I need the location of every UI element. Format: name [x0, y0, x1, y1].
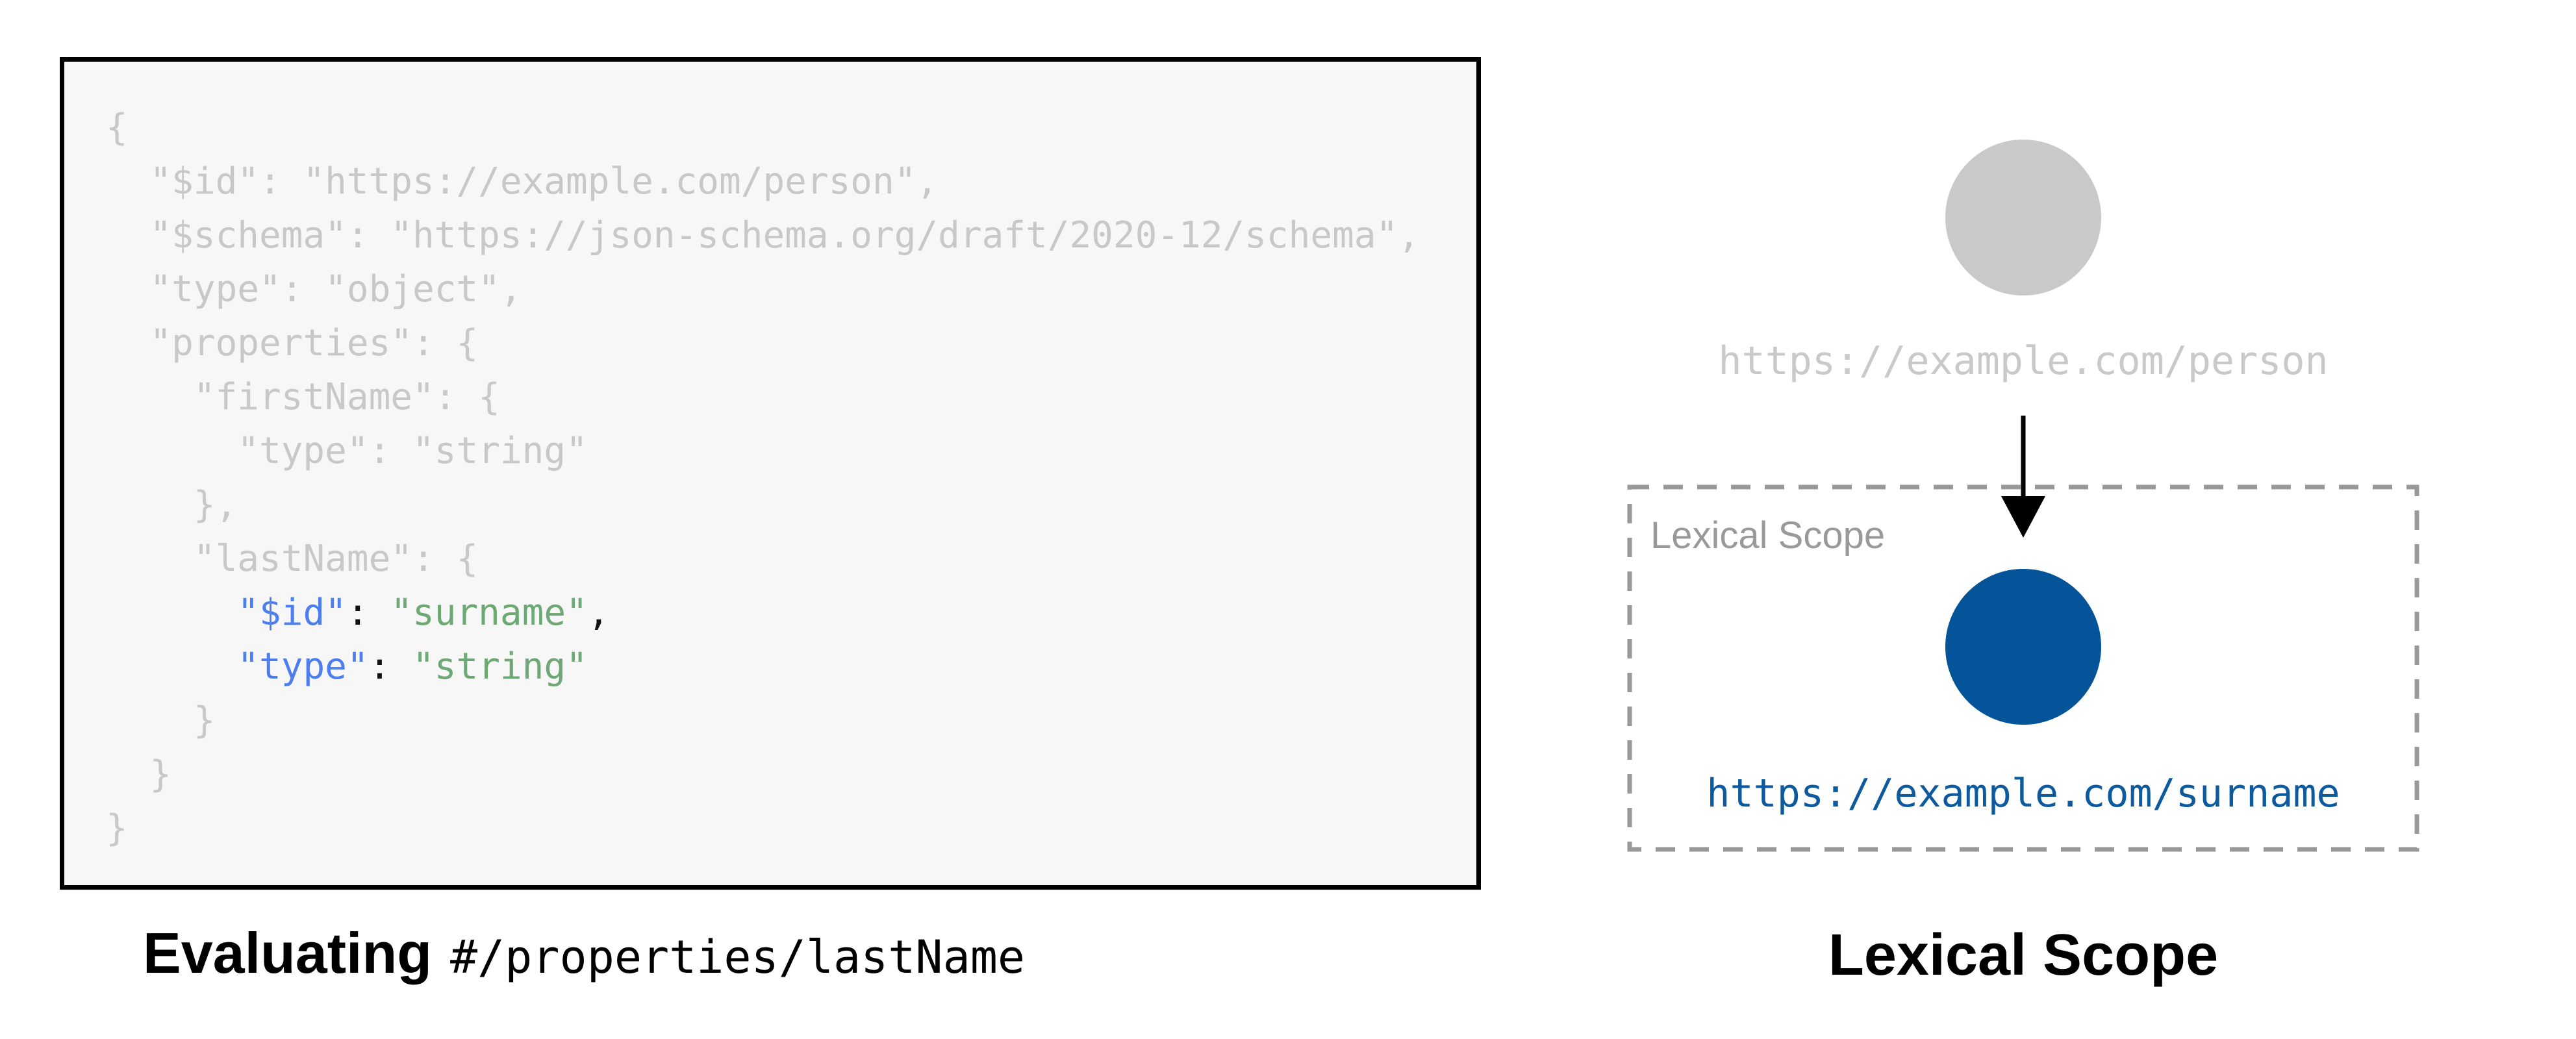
code-token: "lastName": {	[106, 538, 479, 580]
code-token: "$id": "https://example.com/person",	[106, 160, 939, 203]
code-line: "properties": {	[106, 316, 1476, 370]
code-line: "$id": "surname",	[106, 586, 1476, 640]
code-token: :	[346, 592, 391, 634]
code-line: "type": "object",	[106, 262, 1476, 316]
code-token: "string"	[412, 645, 588, 688]
code-token: "properties": {	[106, 322, 479, 364]
code-line: "lastName": {	[106, 532, 1476, 586]
code-token: "$id"	[237, 592, 347, 634]
code-token: "type": "object",	[106, 268, 522, 310]
code-token: },	[106, 484, 238, 526]
lexical-scope-inner-label: Lexical Scope	[1650, 514, 1886, 557]
person-schema-node	[1945, 140, 2101, 295]
code-line: }	[106, 747, 1476, 801]
code-token: }	[106, 807, 128, 849]
code-token: "type"	[237, 645, 369, 688]
arrow-down-icon	[2001, 416, 2045, 538]
code-line: "$id": "https://example.com/person",	[106, 155, 1476, 208]
code-token: "type": "string"	[106, 430, 588, 472]
code-line: "type": "string"	[106, 640, 1476, 694]
code-token	[106, 645, 237, 688]
code-line: }	[106, 694, 1476, 747]
left-caption: Evaluating #/properties/lastName	[143, 920, 1025, 986]
json-pointer-label: #/properties/lastName	[449, 931, 1025, 984]
code-token: "firstName": {	[106, 376, 500, 418]
code-token: {	[106, 106, 128, 149]
code-line: {	[106, 101, 1476, 155]
code-line: "type": "string"	[106, 424, 1476, 478]
code-block: { "$id": "https://example.com/person", "…	[64, 62, 1476, 885]
code-token: }	[106, 699, 216, 742]
schema-code-box: { "$id": "https://example.com/person", "…	[60, 57, 1481, 890]
code-token: ,	[587, 592, 610, 634]
code-token: :	[368, 645, 413, 688]
code-token: "surname"	[390, 592, 588, 634]
code-token: }	[106, 753, 172, 795]
code-token: "$schema": "https://json-schema.org/draf…	[106, 214, 1420, 257]
surname-schema-node	[1945, 569, 2101, 725]
code-line: "firstName": {	[106, 370, 1476, 424]
surname-url-label: https://example.com/surname	[1706, 771, 2340, 816]
code-token	[106, 592, 237, 634]
right-caption: Lexical Scope	[1828, 923, 2219, 988]
code-line: "$schema": "https://json-schema.org/draf…	[106, 208, 1476, 262]
evaluating-label: Evaluating	[143, 921, 432, 985]
code-line: },	[106, 478, 1476, 532]
person-url-label: https://example.com/person	[1718, 338, 2329, 384]
code-line: }	[106, 801, 1476, 855]
